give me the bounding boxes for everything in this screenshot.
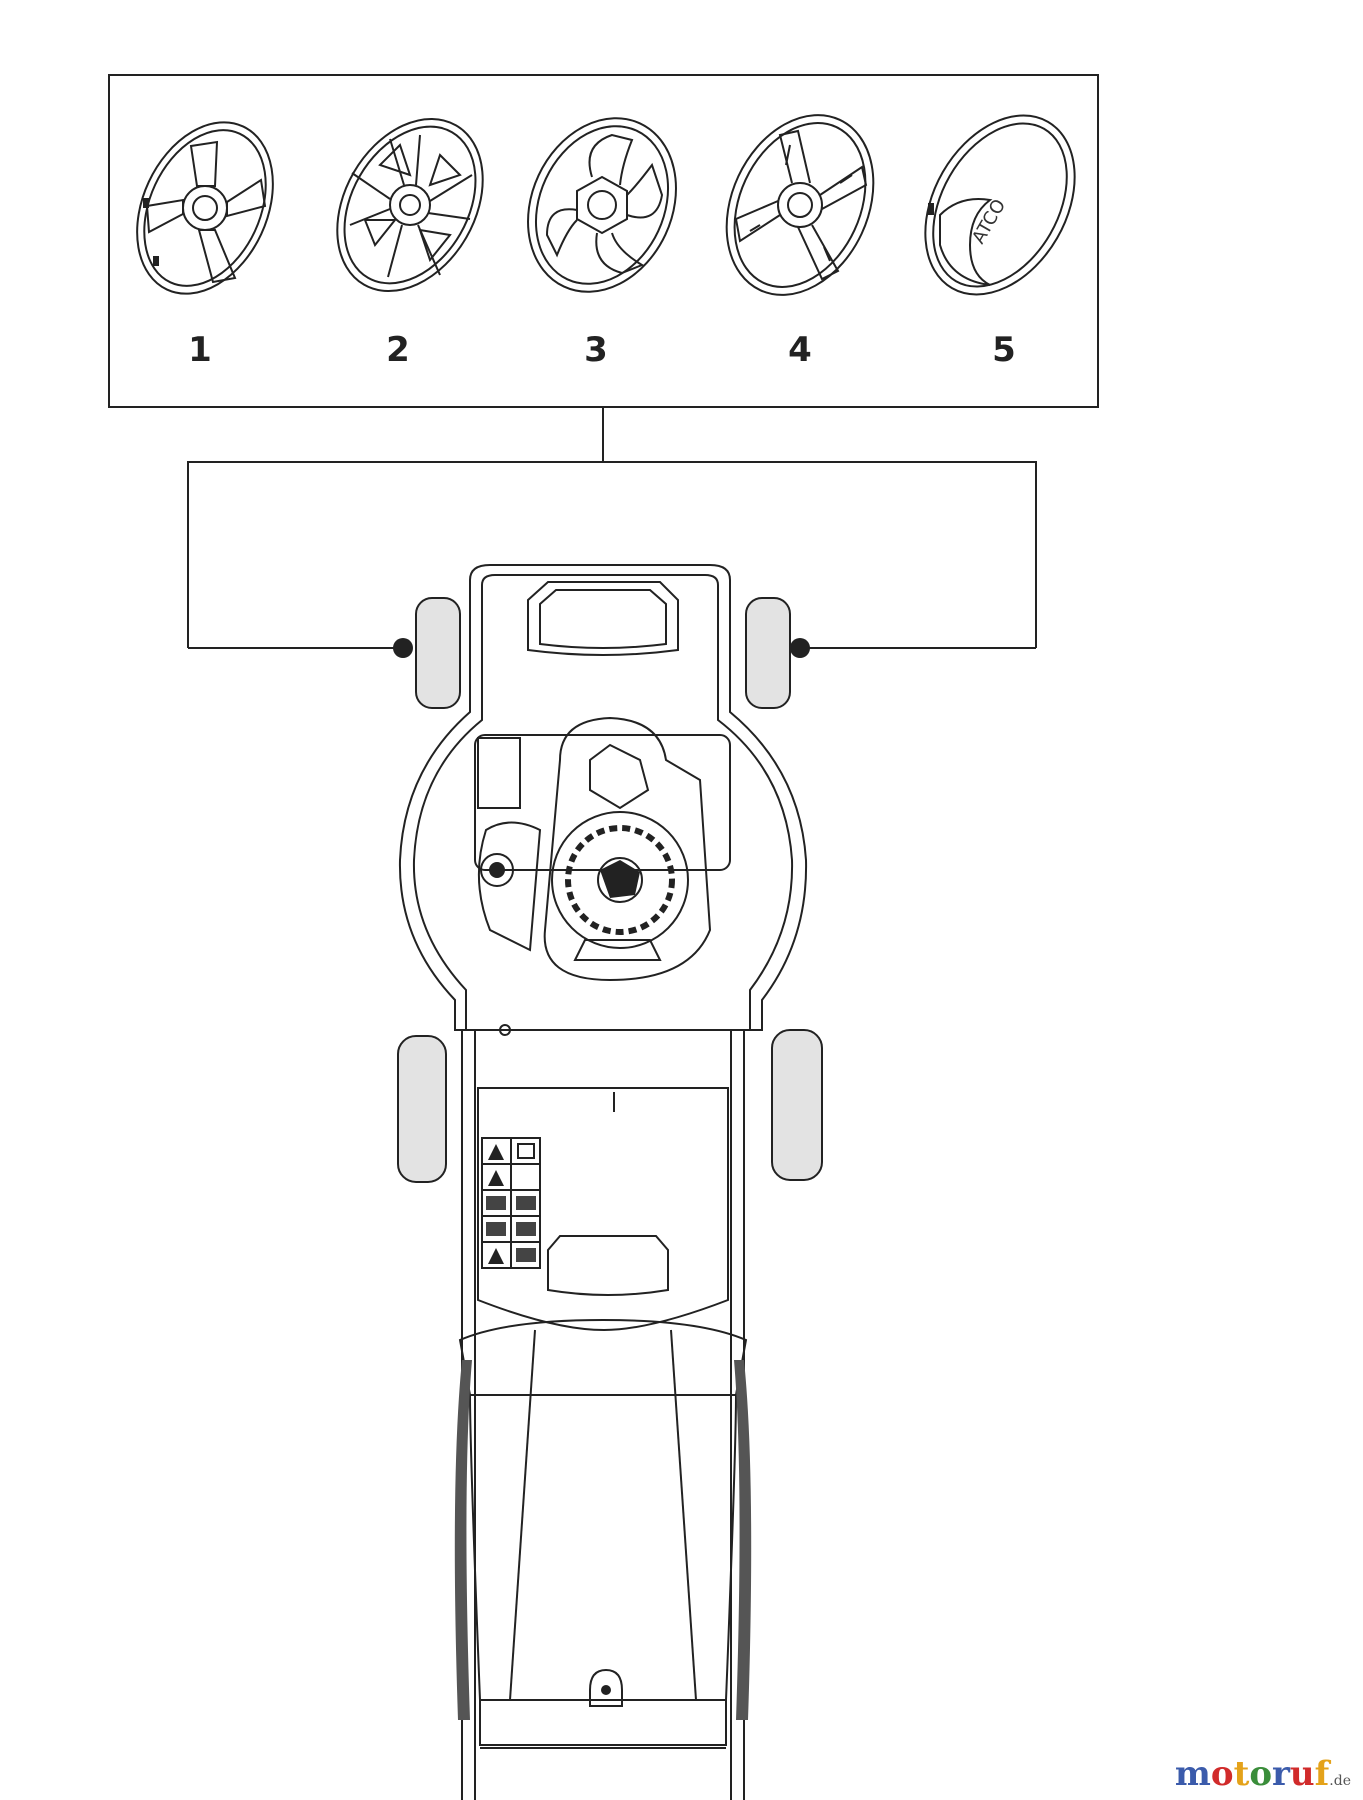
hubcap-5-icon: ATCO [924, 114, 1076, 296]
front-left-wheel [415, 597, 461, 709]
watermark: motoruf.de [1175, 1754, 1351, 1794]
watermark-letter: u [1289, 1754, 1315, 1794]
watermark-letter: o [1249, 1754, 1272, 1794]
hubcap-4-number: 4 [788, 330, 812, 370]
rear-right-wheel [771, 1029, 823, 1181]
warning-label-icon [481, 1137, 541, 1269]
hubcap-2-icon [336, 117, 484, 293]
hubcap-2-number: 2 [386, 330, 410, 370]
rear-left-wheel [397, 1035, 447, 1183]
front-right-wheel [745, 597, 791, 709]
hubcap-3-number: 3 [584, 330, 608, 370]
hubcap-4-icon [725, 114, 875, 296]
watermark-suffix: .de [1329, 1773, 1351, 1789]
hubcap-1-number: 1 [188, 330, 212, 370]
watermark-letter: m [1174, 1754, 1211, 1794]
watermark-letter: f [1314, 1754, 1330, 1794]
connector-bracket [187, 461, 1037, 648]
lawnmower-top-view [397, 564, 823, 1800]
hubcap-5-number: 5 [992, 330, 1016, 370]
watermark-letter: o [1210, 1754, 1234, 1794]
watermark-letter: t [1233, 1754, 1250, 1794]
connector-dot-right [790, 638, 810, 658]
hubcap-1-icon [136, 121, 274, 295]
hubcap-3-icon [527, 117, 677, 293]
watermark-letter: r [1272, 1754, 1290, 1794]
engine-icon [474, 716, 731, 982]
connector-dot-left [393, 638, 413, 658]
